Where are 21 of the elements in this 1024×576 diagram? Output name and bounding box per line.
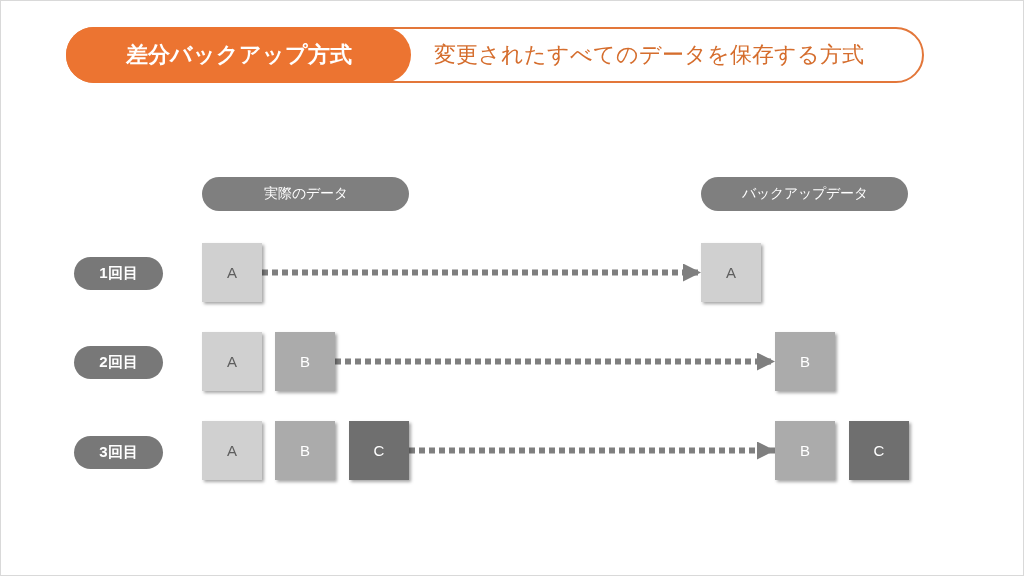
dotted-arrow [409, 441, 775, 460]
data-block: C [349, 421, 409, 480]
data-block: A [202, 332, 262, 391]
data-block: A [202, 243, 262, 302]
data-block: B [775, 332, 835, 391]
data-block: B [275, 421, 335, 480]
column-header: 実際のデータ [202, 177, 409, 211]
data-block: B [775, 421, 835, 480]
data-block: A [701, 243, 761, 302]
dotted-arrow [262, 263, 701, 282]
description-banner [66, 27, 924, 83]
row-label: 1回目 [74, 257, 163, 290]
data-block: B [275, 332, 335, 391]
description-text: 変更されたすべてのデータを保存する方式 [434, 41, 864, 69]
column-header: バックアップデータ [701, 177, 908, 211]
row-label: 2回目 [74, 346, 163, 379]
data-block: C [849, 421, 909, 480]
dotted-arrow [335, 352, 775, 371]
data-block: A [202, 421, 262, 480]
heading-pill: 差分バックアップ方式 [66, 27, 411, 83]
row-label: 3回目 [74, 436, 163, 469]
